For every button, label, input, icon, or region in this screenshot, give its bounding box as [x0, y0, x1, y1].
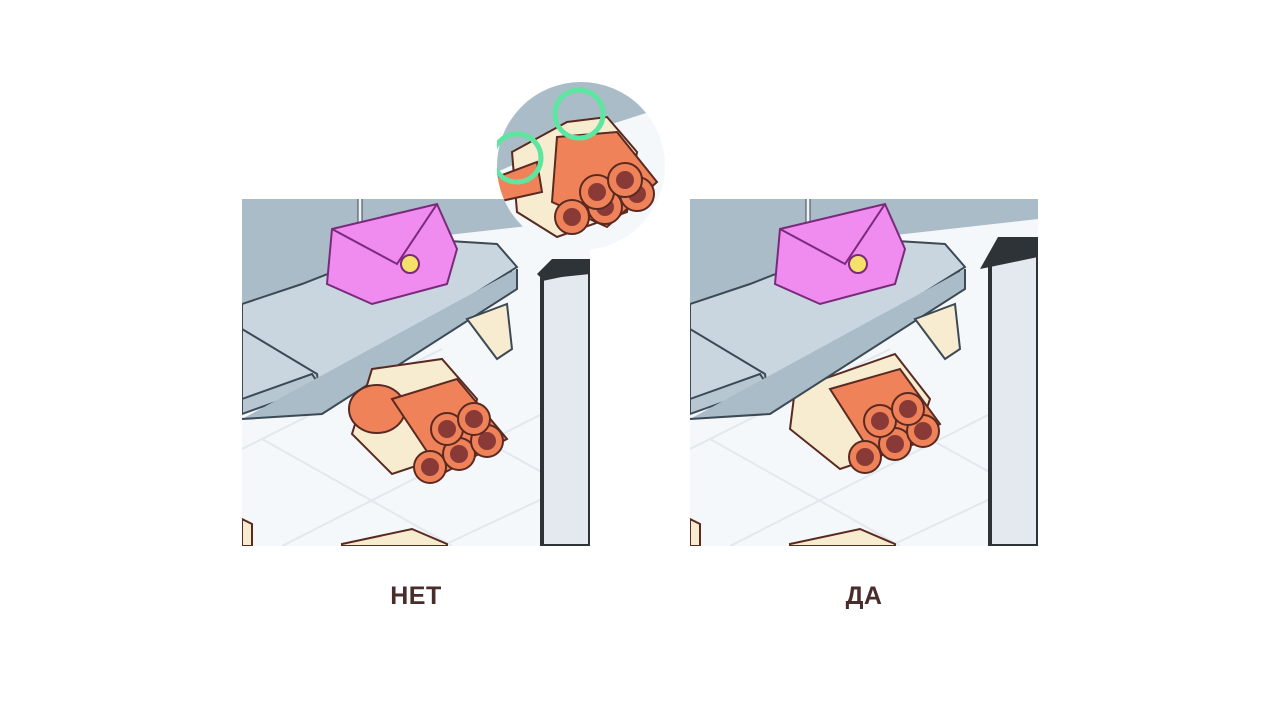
bench-front: [242, 269, 518, 420]
rolls-wrong: [348, 357, 509, 484]
wall-post: [540, 266, 590, 546]
bench-leg: [465, 302, 514, 361]
post-cap: [980, 237, 1038, 269]
highlight-ring-left: [497, 131, 544, 185]
handbag-right: [773, 199, 907, 306]
wall: [242, 199, 590, 309]
rolls-right: [788, 352, 942, 474]
wall-post: [988, 251, 1038, 546]
zoom-svg: [497, 82, 665, 250]
highlight-ring-right: [552, 87, 606, 141]
handbag-wrong: [325, 199, 459, 306]
scene-wrong-svg: [242, 199, 590, 546]
illustration-right: [690, 199, 1038, 546]
caption-wrong: НЕТ: [390, 582, 442, 610]
bench-front: [690, 269, 966, 420]
post-cap: [537, 259, 590, 279]
caption-right: ДА: [845, 582, 883, 610]
illustration-wrong: [242, 199, 590, 546]
bench-leg: [913, 302, 962, 361]
zoom-magnifier: [497, 82, 665, 250]
scene-right-svg: [690, 199, 1038, 546]
wall: [690, 199, 1038, 309]
